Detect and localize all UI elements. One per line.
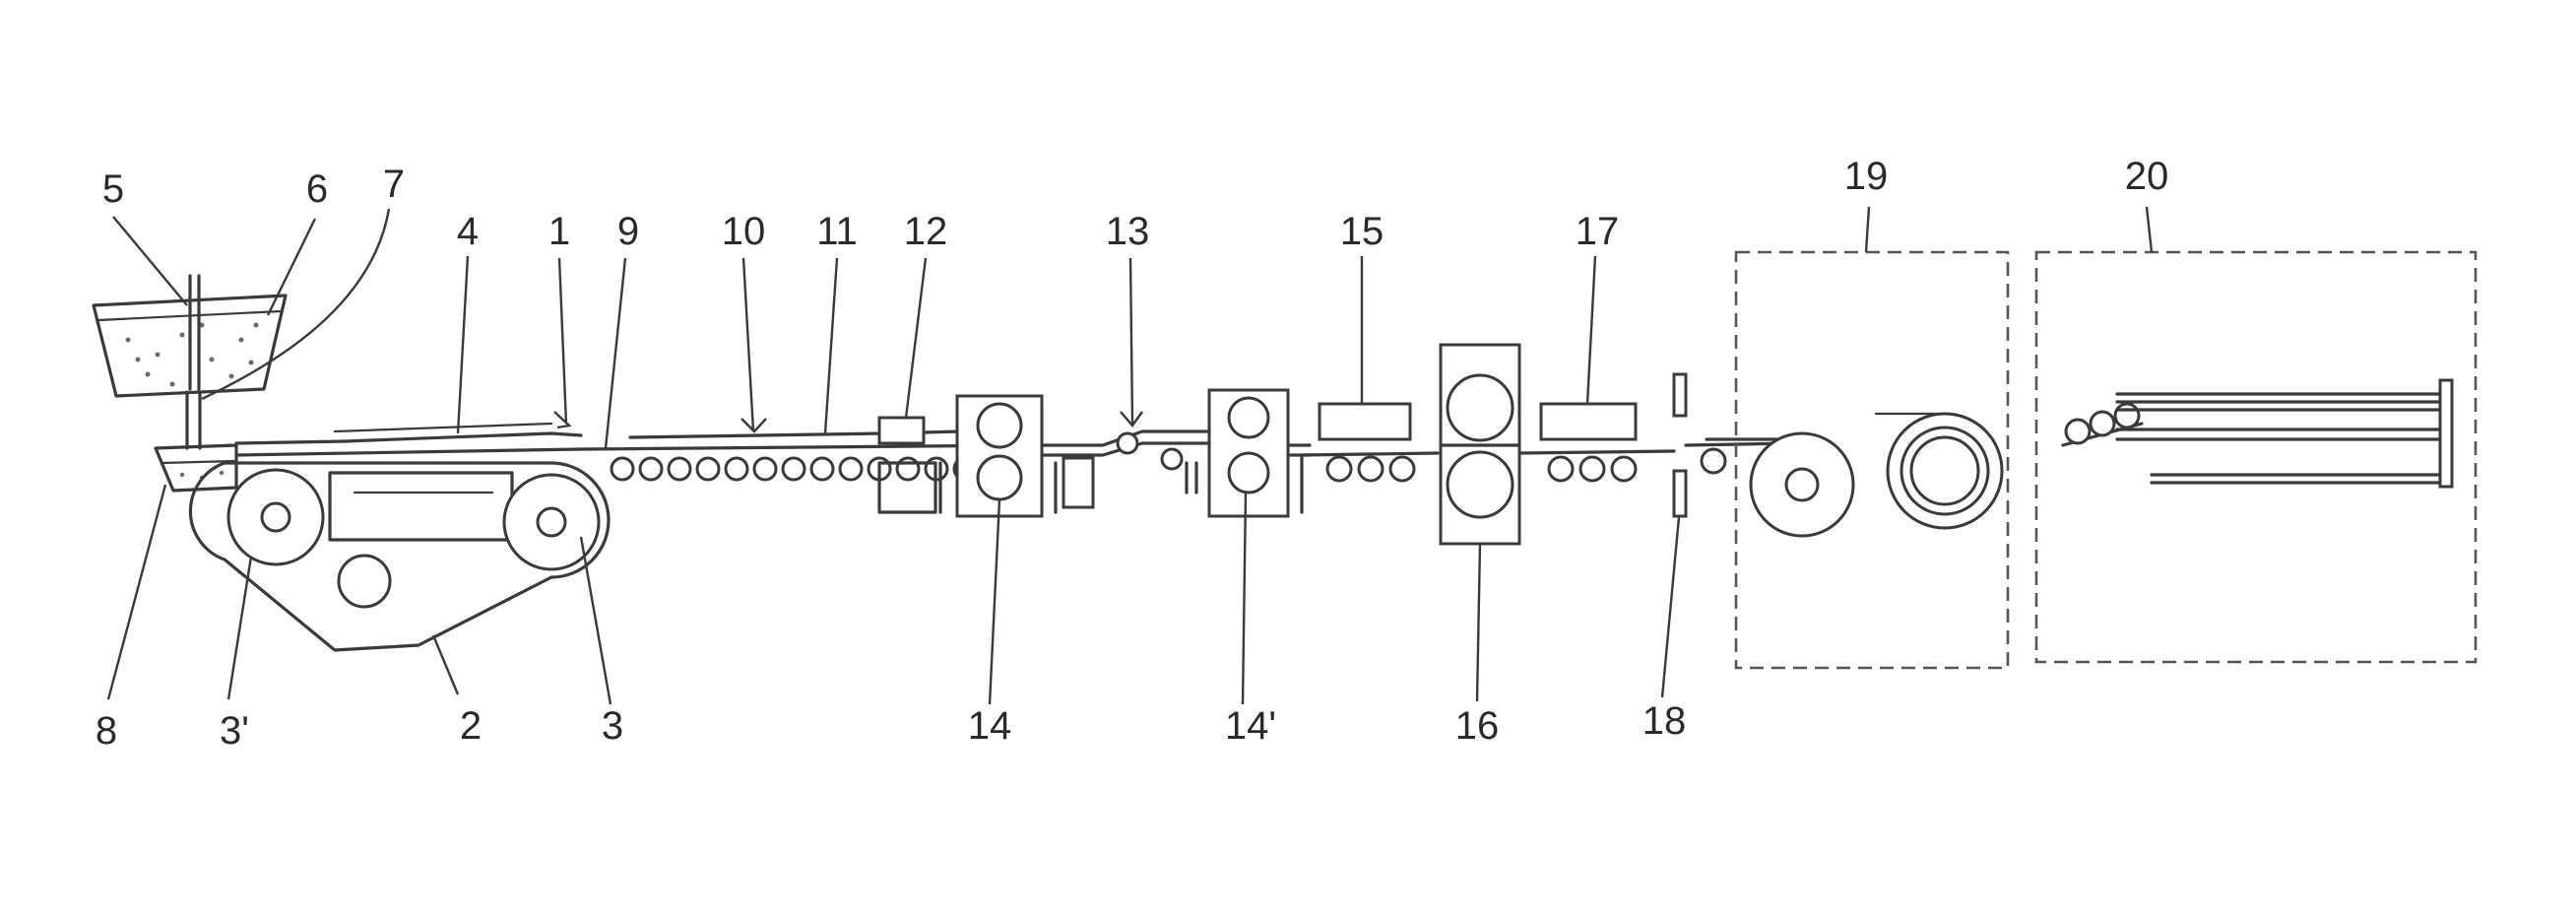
table-roll xyxy=(669,458,690,480)
label-14: 14 xyxy=(968,704,1012,748)
table-roll xyxy=(840,458,862,480)
label-1: 1 xyxy=(548,210,570,253)
label-2: 2 xyxy=(460,704,482,748)
melt xyxy=(126,323,259,387)
coiler-19 xyxy=(1707,252,2008,668)
label-6: 6 xyxy=(306,167,328,211)
label-7: 7 xyxy=(383,163,405,206)
label-8: 8 xyxy=(96,709,117,753)
table-roll xyxy=(612,458,633,480)
stand-16 xyxy=(1441,345,1519,544)
label-19: 19 xyxy=(1844,155,1889,198)
unit-17 xyxy=(1519,404,1674,481)
table-roll xyxy=(897,458,919,480)
tension-roller xyxy=(339,556,390,607)
ladle xyxy=(94,276,286,448)
label-10: 10 xyxy=(722,210,766,253)
casting-belt-unit xyxy=(190,424,609,650)
label-3-prime: 3' xyxy=(220,709,249,753)
furnace-15 xyxy=(1302,404,1438,481)
label-3: 3 xyxy=(602,704,623,748)
label-16: 16 xyxy=(1455,704,1500,748)
label-9: 9 xyxy=(617,210,639,253)
label-5: 5 xyxy=(102,167,124,211)
label-17: 17 xyxy=(1576,210,1620,253)
label-13: 13 xyxy=(1106,210,1150,253)
label-4: 4 xyxy=(457,210,479,253)
label-15: 15 xyxy=(1340,210,1385,253)
stacker-20 xyxy=(2036,252,2476,662)
label-20: 20 xyxy=(2125,155,2169,198)
tundish xyxy=(156,445,236,491)
table-roll xyxy=(726,458,747,480)
table-roll xyxy=(697,458,719,480)
stand-14-prime xyxy=(1209,390,1302,516)
label-12: 12 xyxy=(904,210,948,253)
stand-14 xyxy=(940,396,1056,516)
unit-12 xyxy=(879,418,924,443)
table-roll xyxy=(754,458,776,480)
label-18: 18 xyxy=(1642,699,1687,743)
label-11: 11 xyxy=(816,210,858,253)
table-roll xyxy=(811,458,833,480)
label-14-prime: 14' xyxy=(1225,704,1276,748)
table-roll xyxy=(783,458,805,480)
table-roll xyxy=(640,458,662,480)
